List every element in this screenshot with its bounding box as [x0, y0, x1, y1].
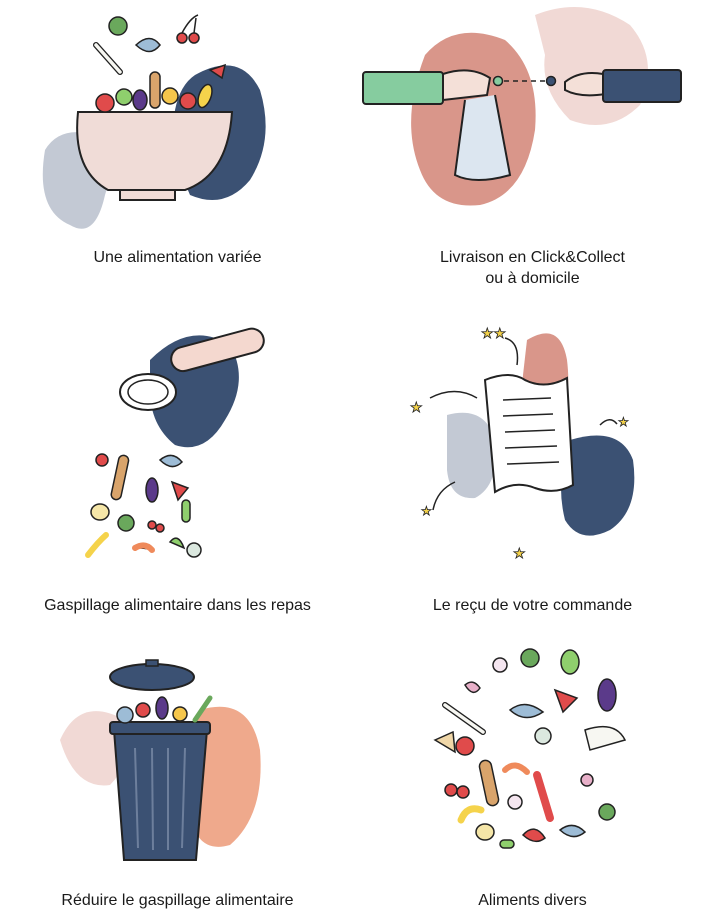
card-delivery: Livraison en Click&Collect ou à domicile — [355, 0, 710, 300]
svg-text:★: ★ — [618, 415, 629, 429]
card-varied-food: Une alimentation variée — [0, 0, 355, 300]
card-reduce-waste: Réduire le gaspillage alimentaire — [0, 640, 355, 911]
salad-bowl-icon — [42, 14, 266, 229]
caption: Le reçu de votre commande — [432, 597, 633, 614]
bag-handover-icon — [362, 7, 682, 206]
receipt-icon: ★★ ★ ★ ★ ★ — [410, 326, 635, 560]
caption: Livraison en Click&Collect ou à domicile — [440, 249, 625, 287]
caption: Aliments divers — [478, 892, 587, 909]
svg-text:★★: ★★ — [481, 326, 506, 342]
card-receipt: ★★ ★ ★ ★ ★ Le reçu de votre commande — [355, 320, 710, 620]
trash-bin-icon — [60, 659, 261, 861]
caption: Gaspillage alimentaire dans les repas — [44, 597, 311, 614]
caption: Une alimentation variée — [93, 249, 262, 266]
plate-scraping-icon — [85, 327, 265, 558]
svg-text:★: ★ — [421, 504, 432, 518]
food-circle-icon — [433, 648, 627, 849]
card-meal-waste: Gaspillage alimentaire dans les repas — [0, 320, 355, 620]
svg-text:★: ★ — [513, 546, 526, 560]
svg-text:★: ★ — [410, 400, 423, 416]
caption: Réduire le gaspillage alimentaire — [61, 892, 294, 909]
card-various-foods: Aliments divers — [355, 640, 710, 911]
